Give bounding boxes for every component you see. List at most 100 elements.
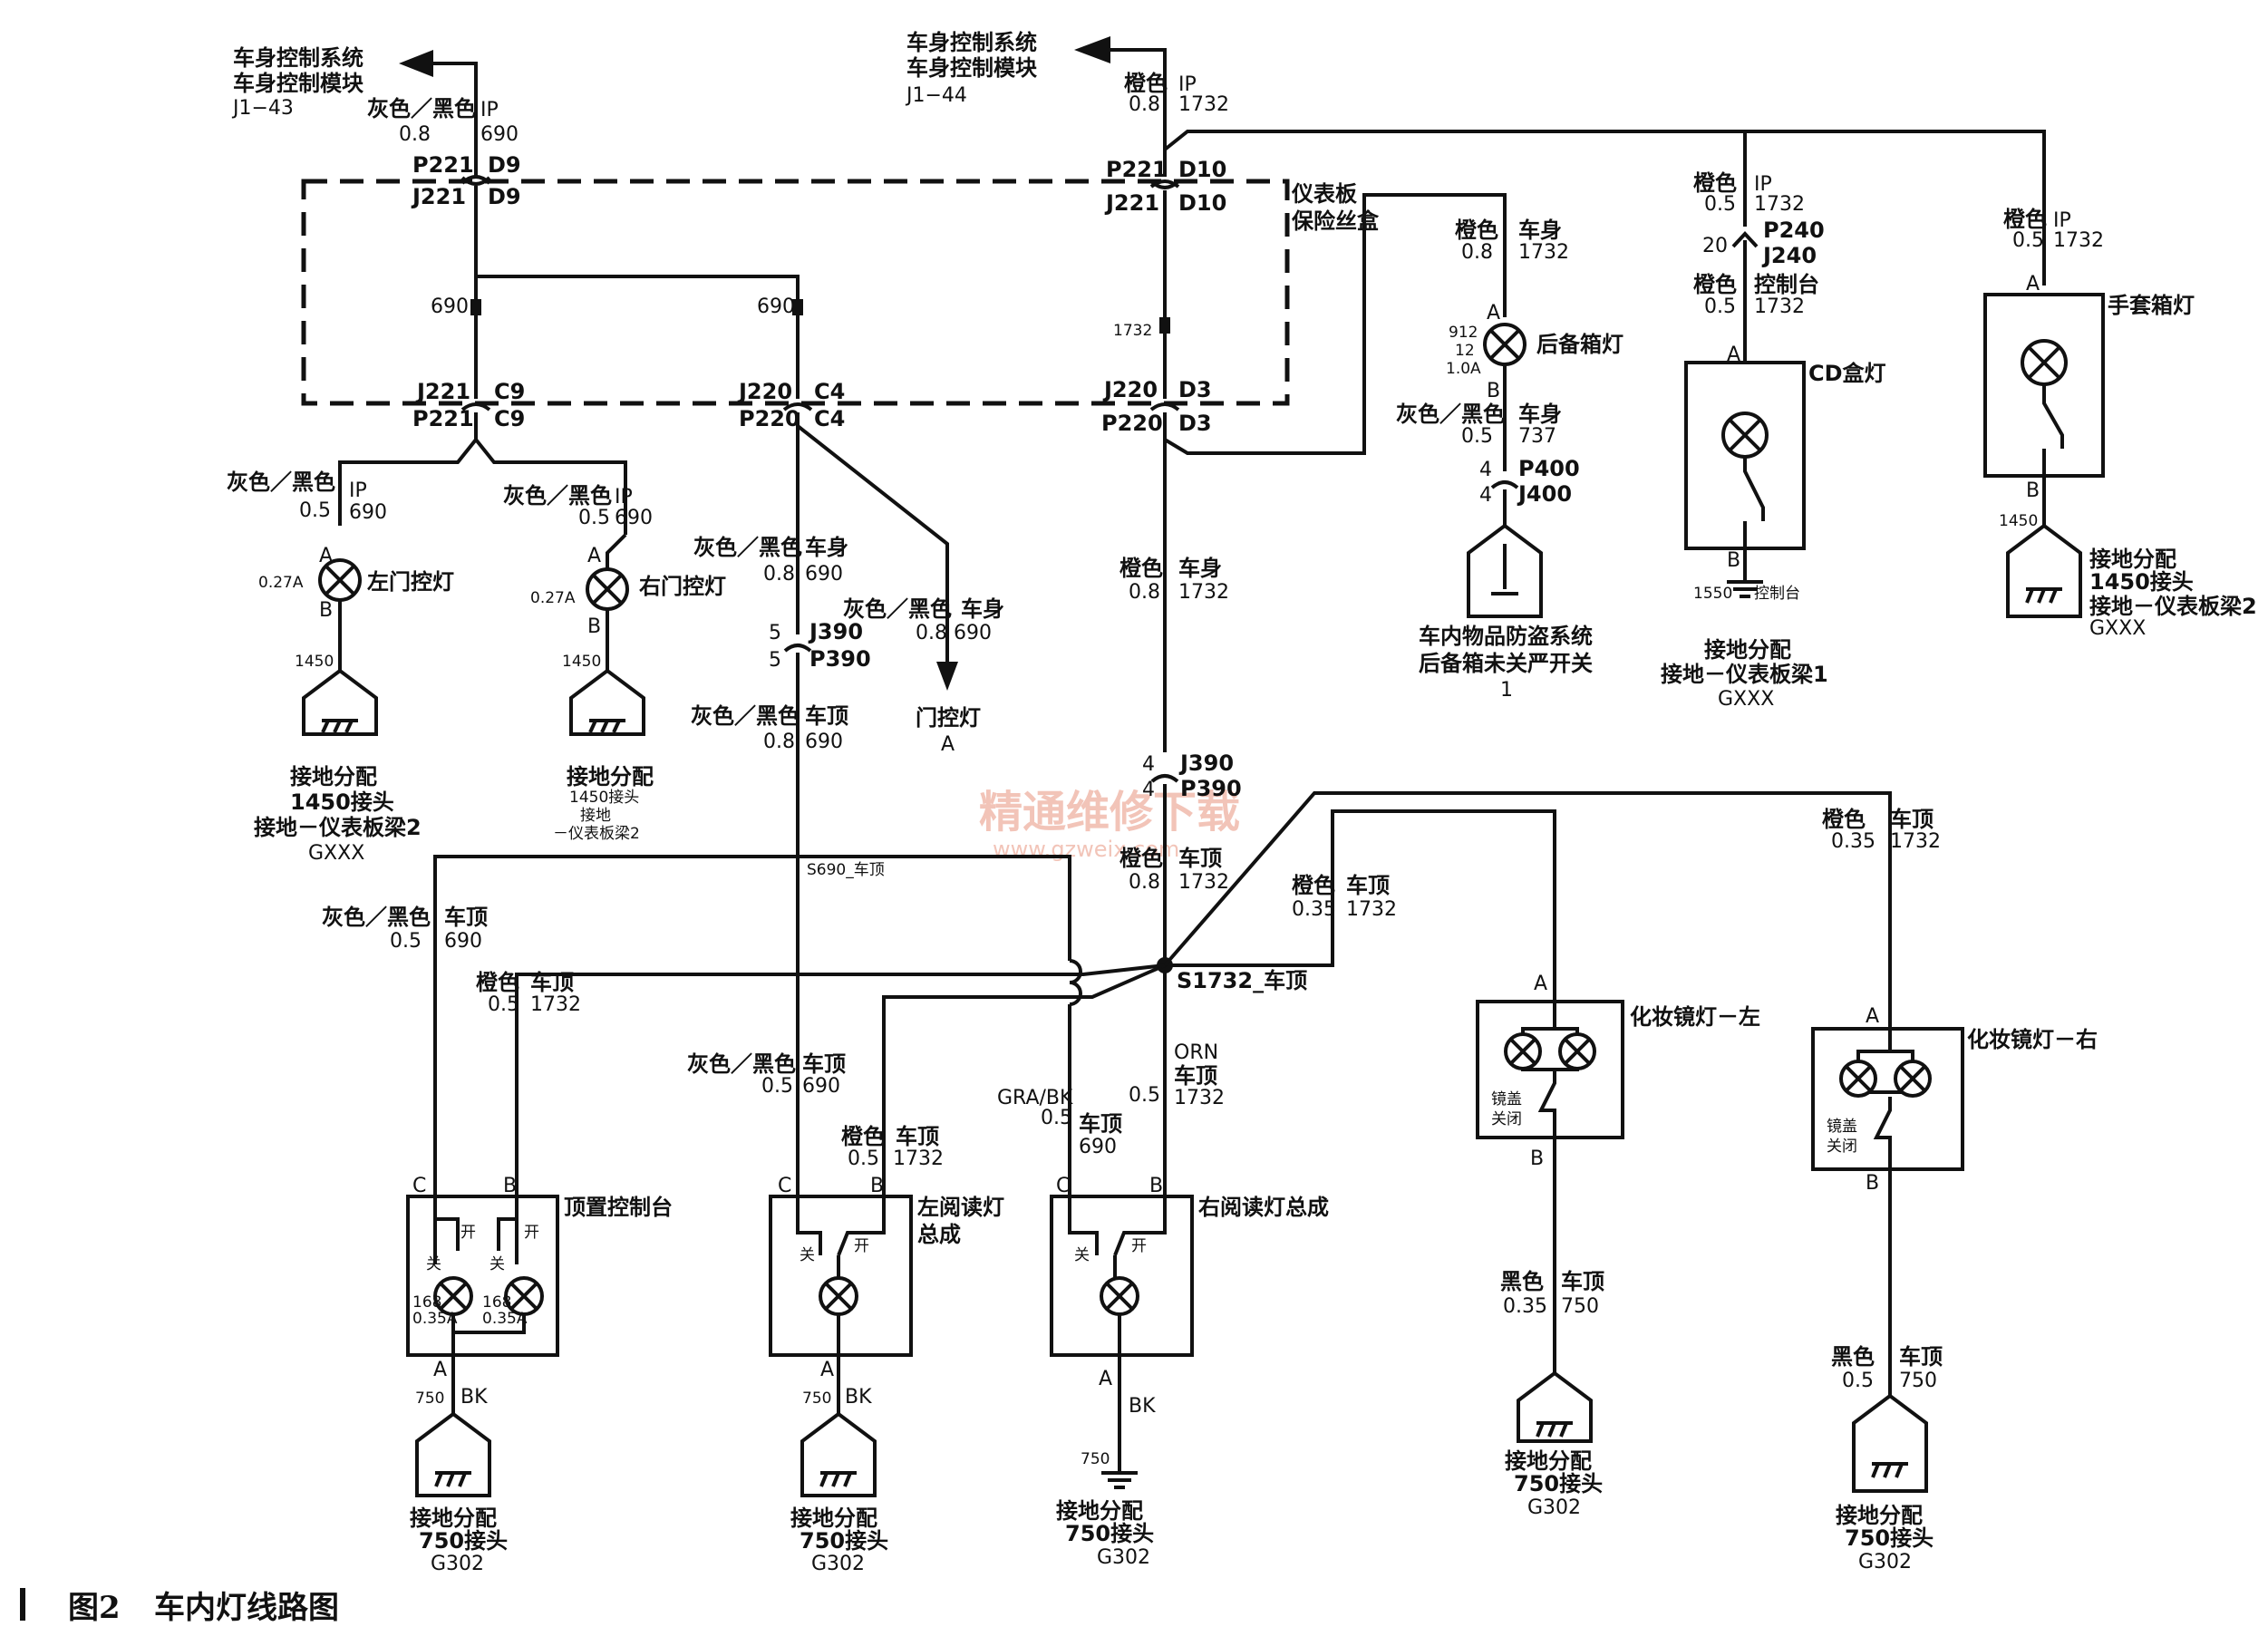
svg-text:1732: 1732 — [1518, 241, 1569, 264]
svg-text:车身: 车身 — [1178, 556, 1222, 581]
svg-text:橙色: 橙色 — [476, 970, 519, 995]
svg-text:D10: D10 — [1178, 157, 1226, 182]
svg-text:黑色: 黑色 — [1831, 1344, 1875, 1370]
glove-box-lamp: 橙色 IP 0.5 1732 A 手套箱灯 B 1450 接地分配 1450接头… — [1983, 207, 2257, 640]
svg-text:912: 912 — [1449, 324, 1478, 342]
svg-text:750: 750 — [1899, 1370, 1937, 1392]
svg-text:0.27A: 0.27A — [258, 574, 304, 592]
svg-text:0.8: 0.8 — [916, 622, 947, 644]
svg-text:化妆镜灯－右: 化妆镜灯－右 — [1967, 1027, 2098, 1052]
svg-text:1.0A: 1.0A — [1446, 360, 1481, 378]
svg-text:1450接头: 1450接头 — [2089, 569, 2194, 595]
svg-text:P221: P221 — [412, 406, 474, 431]
svg-text:690: 690 — [805, 731, 843, 753]
svg-text:车顶: 车顶 — [530, 970, 574, 995]
svg-text:B: B — [1149, 1175, 1163, 1197]
svg-text:车身控制系统: 车身控制系统 — [906, 30, 1037, 55]
vanity-mirror-lamp-right: A 化妆镜灯－右 镜盖 关闭 B 黑色 车顶 0.5 750 接地分配 750接… — [1811, 1005, 2098, 1573]
svg-text:开: 开 — [1131, 1237, 1147, 1255]
svg-text:橙色: 橙色 — [1822, 807, 1866, 832]
svg-text:车顶: 车顶 — [1346, 873, 1390, 898]
svg-text:0.35: 0.35 — [1292, 898, 1336, 921]
svg-text:J400: J400 — [1517, 481, 1572, 507]
fuse-box-label: 仪表板 — [1291, 181, 1358, 207]
svg-text:接地分配: 接地分配 — [2089, 547, 2176, 572]
connector-d3: J220 D3 P220 D3 — [1101, 377, 1212, 436]
svg-text:S1732_车顶: S1732_车顶 — [1177, 968, 1307, 993]
svg-text:车顶: 车顶 — [1174, 1063, 1217, 1089]
svg-text:IP: IP — [1178, 73, 1197, 96]
svg-text:J220: J220 — [1102, 377, 1158, 402]
svg-text:关闭: 关闭 — [1491, 1110, 1522, 1128]
svg-text:接地: 接地 — [580, 807, 611, 825]
svg-text:镜盖: 镜盖 — [1827, 1118, 1857, 1136]
svg-text:750: 750 — [802, 1389, 831, 1408]
svg-text:0.5: 0.5 — [390, 930, 422, 953]
svg-text:P400: P400 — [1518, 456, 1580, 481]
svg-text:橙色: 橙色 — [1292, 873, 1335, 898]
cd-lamp: 橙色 IP 0.5 1732 20 P240 J240 橙色 控制台 0.5 1… — [1661, 131, 1886, 711]
svg-text:A: A — [820, 1359, 834, 1381]
svg-text:接地分配: 接地分配 — [1505, 1448, 1592, 1474]
svg-text:A: A — [1534, 973, 1547, 995]
svg-text:0.35A: 0.35A — [412, 1310, 458, 1328]
svg-text:BK: BK — [460, 1386, 488, 1409]
svg-text:橙色: 橙色 — [841, 1124, 885, 1149]
connector-p221-d10: P221 D10 J221 D10 — [1104, 157, 1226, 216]
svg-text:G302: G302 — [1858, 1551, 1912, 1573]
svg-text:0.8: 0.8 — [763, 563, 795, 586]
svg-text:0.5: 0.5 — [488, 993, 519, 1016]
svg-text:关: 关 — [489, 1255, 505, 1273]
svg-text:A: A — [1099, 1368, 1112, 1390]
svg-text:4: 4 — [1479, 459, 1492, 481]
svg-text:1732: 1732 — [1346, 898, 1397, 921]
svg-text:C: C — [412, 1175, 426, 1197]
svg-text:橙色: 橙色 — [1693, 170, 1737, 196]
svg-text:1450: 1450 — [295, 653, 334, 671]
svg-text:橙色: 橙色 — [1124, 71, 1168, 96]
svg-text:750接头: 750接头 — [1065, 1521, 1154, 1546]
svg-text:0.35A: 0.35A — [482, 1310, 528, 1328]
svg-text:接地分配: 接地分配 — [1704, 637, 1791, 663]
overhead-console: C B 顶置控制台 开 开 关 关 168 0.35A 168 0.35A A … — [406, 1175, 673, 1575]
svg-text:0.5: 0.5 — [1129, 1084, 1160, 1107]
svg-text:1732: 1732 — [1113, 322, 1152, 340]
svg-text:0.5: 0.5 — [1041, 1107, 1072, 1129]
svg-text:车顶: 车顶 — [896, 1124, 939, 1149]
svg-text:D9: D9 — [488, 152, 521, 178]
svg-text:B: B — [2026, 479, 2040, 502]
svg-text:P220: P220 — [739, 406, 800, 431]
svg-text:C4: C4 — [814, 406, 845, 431]
svg-text:黑色: 黑色 — [1500, 1269, 1544, 1294]
svg-text:1450接头: 1450接头 — [290, 789, 394, 815]
svg-text:0.27A: 0.27A — [530, 589, 576, 607]
svg-text:750接头: 750接头 — [419, 1528, 508, 1554]
svg-text:0.8: 0.8 — [1129, 871, 1160, 894]
svg-text:车身控制模块: 车身控制模块 — [906, 55, 1037, 81]
svg-text:关: 关 — [426, 1255, 441, 1273]
svg-text:B: B — [503, 1175, 517, 1197]
svg-text:开: 开 — [854, 1237, 869, 1255]
svg-text:C9: C9 — [494, 406, 525, 431]
svg-text:橙色: 橙色 — [1119, 846, 1163, 871]
svg-text:车身: 车身 — [805, 535, 848, 560]
svg-text:化妆镜灯－左: 化妆镜灯－左 — [1630, 1004, 1760, 1030]
right-reading-lamp: C B 右阅读灯总成 关 开 A BK 750 接地分配 750接头 G302 — [1050, 1175, 1329, 1569]
svg-text:橙色: 橙色 — [1693, 272, 1737, 297]
svg-text:P221: P221 — [1106, 157, 1168, 182]
svg-text:GXXX: GXXX — [1718, 688, 1774, 711]
svg-text:车身: 车身 — [961, 596, 1004, 622]
svg-text:后备箱灯: 后备箱灯 — [1536, 332, 1623, 357]
svg-text:灰色／黑色: 灰色／黑色 — [843, 596, 952, 622]
svg-text:车内物品防盗系统: 车内物品防盗系统 — [1419, 624, 1593, 649]
svg-text:CD盒灯: CD盒灯 — [1808, 361, 1886, 386]
svg-text:C: C — [1056, 1175, 1070, 1197]
svg-text:车身: 车身 — [1518, 218, 1562, 243]
caption-bar — [20, 1588, 25, 1621]
svg-text:P390: P390 — [1180, 776, 1242, 801]
svg-text:1732: 1732 — [2053, 229, 2104, 252]
svg-text:D9: D9 — [488, 184, 521, 209]
svg-text:BK: BK — [1129, 1395, 1156, 1418]
left-door-lamp: 灰色／黑色 0.5 IP 690 A 0.27A 左门控灯 B 1450 接地分… — [227, 470, 454, 865]
svg-text:1450接头: 1450接头 — [569, 789, 639, 807]
